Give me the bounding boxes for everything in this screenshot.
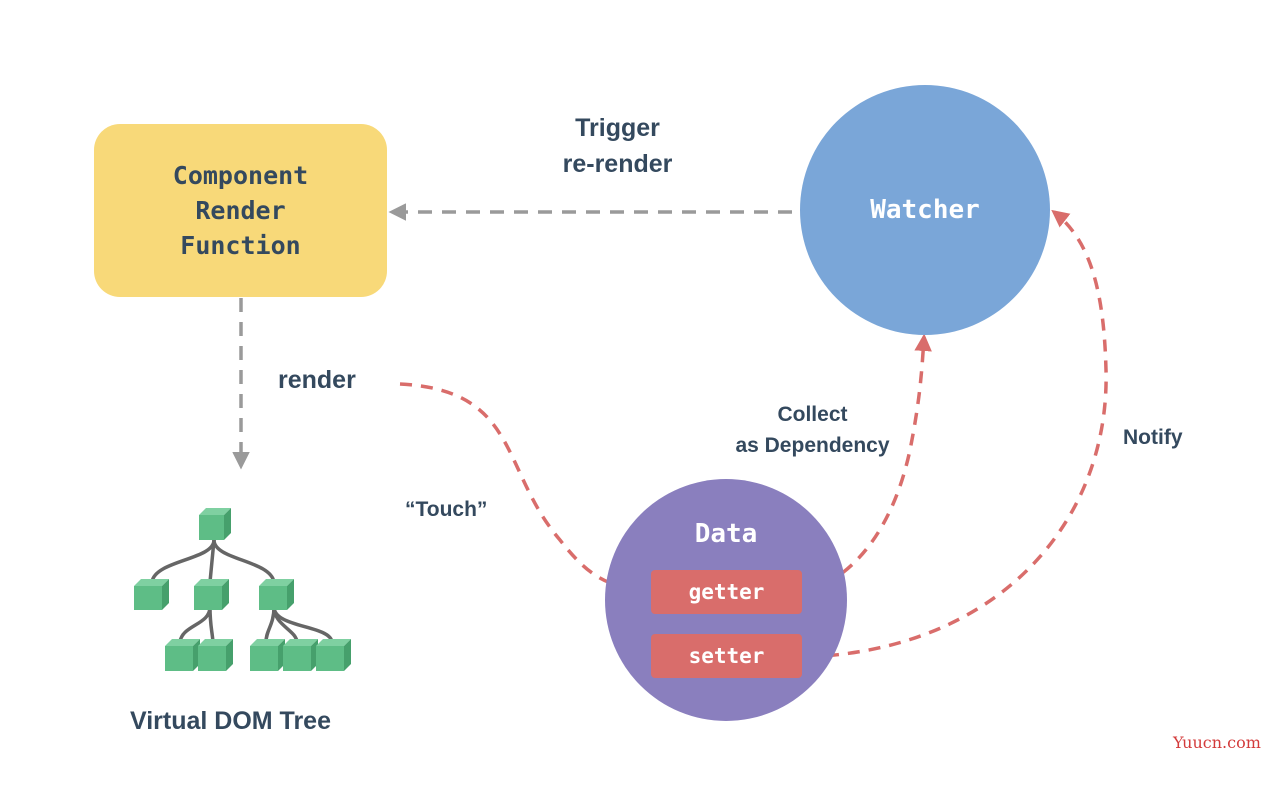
tree-node-c2 (283, 639, 318, 671)
collect-dependency-label: Collect as Dependency (700, 399, 925, 461)
tree-node-root (199, 508, 231, 540)
touch-arrow (399, 382, 650, 599)
collect-dependency-arrow (805, 333, 932, 594)
tree-node-b1 (165, 639, 200, 671)
vdom-tree-edges (150, 538, 334, 644)
watermark: Yuucn.com (1173, 733, 1261, 752)
tree-node-a (134, 579, 169, 610)
virtual-dom-tree-label: Virtual DOM Tree (130, 707, 331, 735)
component-render-function-label: Component Render Function (172, 161, 309, 260)
tree-node-c1 (250, 639, 285, 671)
watcher-label: Watcher (870, 195, 980, 225)
tree-node-c (259, 579, 294, 610)
lbl-trigger-line-1: Trigger (575, 114, 660, 142)
vdom-tree-nodes (134, 508, 351, 671)
trigger-rerender-label: Trigger re-render (520, 110, 715, 182)
lbl-trigger-line-2: re-render (562, 150, 673, 178)
watcher-node: Watcher (800, 85, 1050, 335)
data-label: Data (694, 519, 758, 549)
tree-node-c3 (316, 639, 351, 671)
tree-node-b (194, 579, 229, 610)
notify-label: Notify (1123, 426, 1183, 449)
setter-pill: setter (651, 634, 802, 678)
render-label: render (278, 366, 356, 394)
component-render-function-box: Component Render Function (94, 124, 387, 297)
lbl-collect-line-2: as Dependency (735, 434, 890, 457)
getter-pill: getter (651, 570, 802, 614)
notify-arrow (805, 209, 1108, 659)
touch-label: “Touch” (405, 498, 488, 521)
lbl-collect-line-1: Collect (777, 403, 848, 426)
tree-node-b2 (198, 639, 233, 671)
